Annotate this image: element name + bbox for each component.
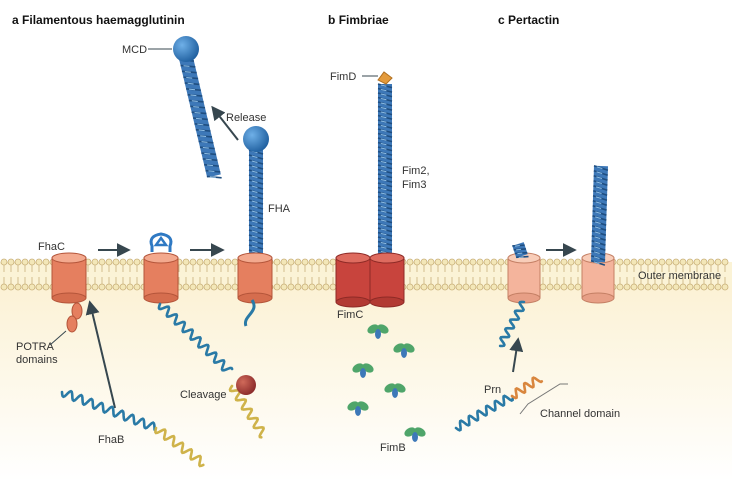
label-fim3: Fim3	[402, 179, 426, 191]
release-arrow	[211, 105, 239, 141]
cleavage-protease	[236, 375, 256, 395]
label-potra-2: domains	[16, 354, 58, 366]
hairpin-loop	[149, 232, 173, 252]
fha-globe	[243, 126, 269, 152]
label-fim2: Fim2,	[402, 165, 430, 177]
fhac-channel-1	[51, 252, 87, 304]
prn-channel-1	[507, 252, 541, 304]
label-potra-1: POTRA	[16, 341, 55, 353]
panel-c-title: c Pertactin	[498, 13, 559, 27]
potra-domain-2	[66, 315, 78, 333]
panel-a-title: a Filamentous haemagglutinin	[12, 13, 185, 27]
prn-precursor	[454, 376, 544, 432]
fimd-tip	[377, 71, 393, 85]
label-fimc: FimC	[337, 309, 363, 321]
panel-b-title: b Fimbriae	[328, 13, 389, 27]
label-fimd: FimD	[330, 71, 356, 83]
fhab-secretion-arrow	[85, 300, 116, 409]
mcd-globe	[173, 36, 199, 62]
label-cleavage: Cleavage	[180, 389, 226, 401]
fimbrial-shaft	[377, 83, 393, 264]
released-fha-helix	[179, 56, 222, 179]
label-fhab: FhaB	[98, 434, 124, 446]
potra-domain-1	[71, 302, 83, 320]
label-release: Release	[226, 112, 266, 124]
fha-helix	[248, 149, 264, 265]
fimc-usher	[335, 252, 405, 308]
prn-passenger-helix	[590, 165, 609, 266]
potra-leader	[49, 330, 67, 346]
label-fhac: FhaC	[38, 241, 65, 253]
prn-emerging-helix	[512, 242, 529, 259]
hairpin-tip	[153, 235, 169, 247]
label-fha: FHA	[268, 203, 291, 215]
label-fimb: FimB	[380, 442, 406, 454]
label-mcd: MCD	[122, 44, 147, 56]
fimb-chaperone-subunits	[347, 324, 426, 442]
channel-bracket	[519, 383, 568, 415]
fhab-polypeptide	[60, 389, 205, 468]
prn-secretion-arrow	[509, 337, 524, 373]
prn-tail	[498, 300, 526, 348]
fha-tail	[243, 299, 256, 327]
label-prn: Prn	[484, 384, 501, 396]
fhac-channel-3	[237, 252, 273, 304]
label-outer-membrane: Outer membrane	[638, 270, 721, 282]
fhab-translocating	[157, 302, 265, 439]
fhac-channel-2	[143, 252, 179, 304]
label-channel-domain: Channel domain	[540, 408, 620, 420]
